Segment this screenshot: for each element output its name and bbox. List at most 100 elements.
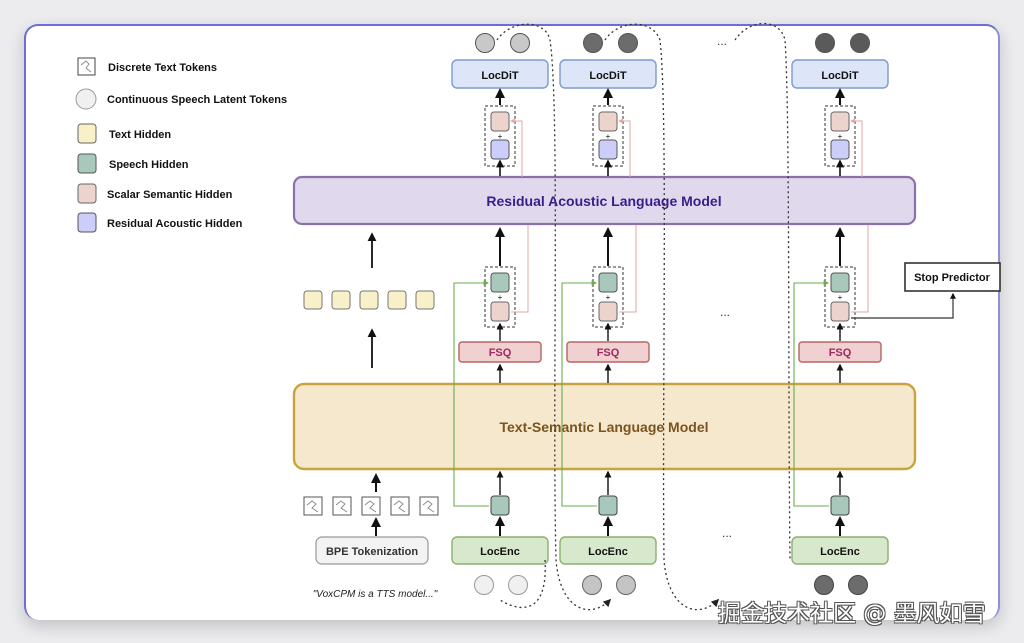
fsq-block bbox=[566, 341, 650, 363]
residual-acoustic-swatch bbox=[77, 212, 97, 233]
ellipsis-bottom: ... bbox=[722, 526, 732, 540]
residual-acoustic-cell bbox=[490, 139, 510, 160]
legend-item-text-hidden: Text Hidden bbox=[77, 123, 171, 144]
scalar-semantic-swatch bbox=[77, 183, 97, 204]
text-path: BPE Tokenization "VoxCPM is a TTS model.… bbox=[303, 232, 439, 600]
text-token-icon bbox=[77, 57, 96, 76]
scalar-semantic-cell bbox=[490, 111, 510, 132]
scalar-semantic-cell bbox=[830, 111, 850, 132]
input-latent-token bbox=[848, 575, 868, 595]
fsq-label: FSQ bbox=[597, 347, 620, 359]
scalar-semantic-cell bbox=[598, 301, 618, 322]
speech-hidden-cell bbox=[490, 495, 510, 516]
speech-hidden-cell bbox=[490, 272, 510, 293]
watermark: 掘金技术社区 @ 墨风如雪 bbox=[718, 601, 986, 627]
scalar-semantic-cell bbox=[598, 111, 618, 132]
semantic-skip-line bbox=[618, 118, 631, 177]
loop-arrow-2 bbox=[604, 23, 720, 611]
svg-text:+: + bbox=[606, 293, 611, 302]
text-token bbox=[332, 496, 352, 516]
locdit-label: LocDiT bbox=[589, 70, 627, 82]
speech-hidden-cell bbox=[598, 495, 618, 516]
speech-hidden-swatch bbox=[77, 153, 97, 174]
stop-predictor-label: Stop Predictor bbox=[914, 272, 991, 284]
residual-acoustic-cell bbox=[830, 139, 850, 160]
speech-hidden-cell bbox=[598, 272, 618, 293]
legend-label: Text Hidden bbox=[109, 129, 171, 141]
scalar-semantic-cell bbox=[490, 301, 510, 322]
output-latent-token bbox=[583, 33, 603, 53]
bpe-label: BPE Tokenization bbox=[326, 546, 418, 558]
text-hidden-cell bbox=[359, 290, 379, 310]
output-latent-token bbox=[475, 33, 495, 53]
input-latent-token bbox=[814, 575, 834, 595]
legend-label: Residual Acoustic Hidden bbox=[107, 218, 243, 230]
stop-predictor-arrow bbox=[851, 292, 956, 319]
fsq-block bbox=[798, 341, 882, 363]
legend-label: Speech Hidden bbox=[109, 159, 189, 171]
svg-text:+: + bbox=[838, 293, 843, 302]
text-token bbox=[419, 496, 439, 516]
fsq-label: FSQ bbox=[489, 347, 512, 359]
legend-label: Discrete Text Tokens bbox=[108, 62, 217, 74]
output-latent-token bbox=[850, 33, 870, 53]
locenc-block bbox=[451, 536, 549, 565]
input-latent-token bbox=[616, 575, 636, 595]
locenc-label: LocEnc bbox=[588, 546, 628, 558]
legend-item-scalar-semantic: Scalar Semantic Hidden bbox=[77, 183, 233, 204]
legend-item-residual-acoustic: Residual Acoustic Hidden bbox=[77, 212, 243, 233]
speech-skip-line bbox=[793, 280, 830, 507]
input-latent-token bbox=[474, 575, 494, 595]
svg-text:+: + bbox=[606, 132, 611, 141]
stop-predictor-block: Stop Predictor bbox=[904, 262, 1001, 292]
residual-acoustic-cell bbox=[598, 139, 618, 160]
text-token bbox=[390, 496, 410, 516]
locenc-label: LocEnc bbox=[820, 546, 860, 558]
speech-latent-icon bbox=[75, 88, 97, 110]
output-latent-token bbox=[510, 33, 530, 53]
scalar-semantic-cell bbox=[830, 301, 850, 322]
locenc-label: LocEnc bbox=[480, 546, 520, 558]
svg-text:+: + bbox=[838, 132, 843, 141]
input-latent-token bbox=[582, 575, 602, 595]
loop-arrow-3 bbox=[734, 23, 791, 561]
text-hidden-swatch bbox=[77, 123, 97, 144]
text-hidden-cell bbox=[387, 290, 407, 310]
locenc-block bbox=[791, 536, 889, 565]
text-hidden-cell bbox=[331, 290, 351, 310]
legend-label: Continuous Speech Latent Tokens bbox=[107, 94, 287, 106]
loop-arrow-1 bbox=[496, 23, 612, 611]
text-token-row bbox=[303, 496, 439, 516]
ellipsis-middle: ... bbox=[720, 305, 730, 319]
legend-item-speech-hidden: Speech Hidden bbox=[77, 153, 189, 174]
fsq-block bbox=[458, 341, 542, 363]
text-semantic-lm: Text-Semantic Language Model bbox=[292, 382, 917, 471]
bpe-tokenization-block: BPE Tokenization bbox=[315, 536, 429, 565]
text-hidden-row bbox=[303, 290, 435, 310]
locdit-label: LocDiT bbox=[821, 70, 859, 82]
text-hidden-cell bbox=[303, 290, 323, 310]
residual-acoustic-lm: Residual Acoustic Language Model bbox=[292, 175, 917, 226]
text-semantic-lm-label: Text-Semantic Language Model bbox=[500, 419, 709, 435]
autoregressive-loops bbox=[496, 23, 791, 611]
input-text: "VoxCPM is a TTS model..." bbox=[313, 589, 438, 600]
locenc-block bbox=[559, 536, 657, 565]
svg-text:+: + bbox=[498, 132, 503, 141]
legend-item-continuous: Continuous Speech Latent Tokens bbox=[75, 88, 287, 110]
speech-column-2: LocDiT + + FSQ LocEnc bbox=[559, 33, 657, 595]
legend-label: Scalar Semantic Hidden bbox=[107, 189, 233, 201]
legend-item-discrete: Discrete Text Tokens bbox=[77, 57, 217, 76]
semantic-skip-line bbox=[850, 118, 863, 177]
speech-hidden-cell bbox=[830, 495, 850, 516]
speech-skip-line bbox=[453, 280, 490, 507]
text-token bbox=[303, 496, 323, 516]
output-latent-token bbox=[815, 33, 835, 53]
legend: Discrete Text Tokens Continuous Speech L… bbox=[75, 57, 287, 233]
speech-skip-line bbox=[561, 280, 598, 507]
ellipsis-top: ... bbox=[717, 34, 727, 48]
input-latent-token bbox=[508, 575, 528, 595]
text-hidden-cell bbox=[415, 290, 435, 310]
